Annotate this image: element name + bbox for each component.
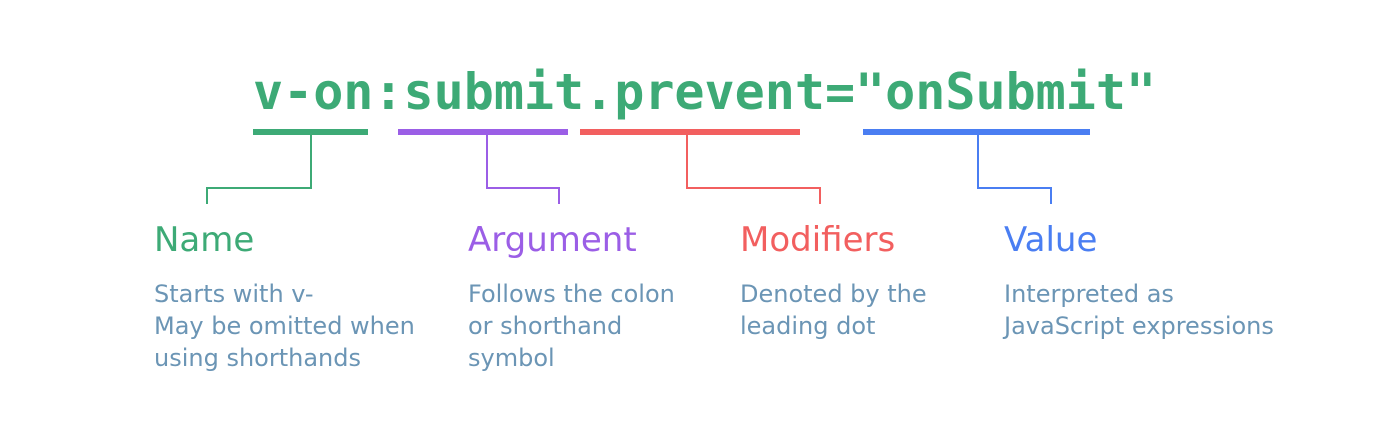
argument-description: Follows the colon or shorthand symbol — [468, 278, 675, 374]
value-description: Interpreted as JavaScript expressions — [1004, 278, 1274, 342]
description-line: JavaScript expressions — [1004, 312, 1274, 340]
name-description: Starts with v- May be omitted when using… — [154, 278, 415, 374]
modifiers-connector — [686, 135, 821, 204]
name-connector — [206, 135, 312, 204]
argument-underline — [398, 129, 568, 135]
description-line: symbol — [468, 344, 555, 372]
name-underline — [253, 129, 368, 135]
description-line: or shorthand — [468, 312, 623, 340]
description-line: Denoted by the — [740, 280, 927, 308]
argument-label: Argument — [468, 220, 637, 260]
description-line: using shorthands — [154, 344, 361, 372]
value-underline — [863, 129, 1090, 135]
value-label: Value — [1004, 220, 1098, 260]
description-line: May be omitted when — [154, 312, 415, 340]
description-line: Starts with v- — [154, 280, 314, 308]
argument-connector — [486, 135, 560, 204]
description-line: leading dot — [740, 312, 876, 340]
directive-code: v-on:submit.prevent="onSubmit" — [253, 63, 1157, 121]
modifiers-label: Modifiers — [740, 220, 896, 260]
description-line: Follows the colon — [468, 280, 675, 308]
modifiers-description: Denoted by the leading dot — [740, 278, 927, 342]
name-label: Name — [154, 220, 255, 260]
modifiers-underline — [580, 129, 800, 135]
description-line: Interpreted as — [1004, 280, 1174, 308]
value-connector — [977, 135, 1052, 204]
